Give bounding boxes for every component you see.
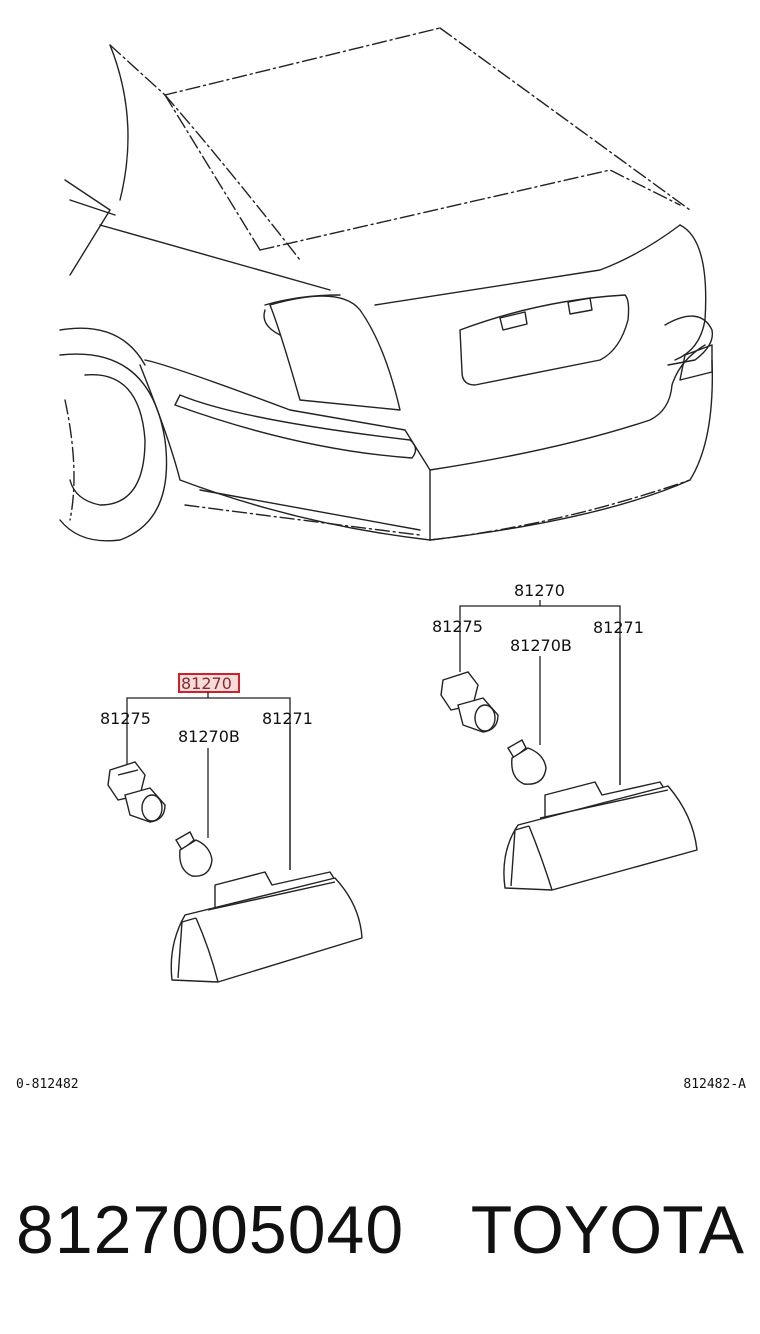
- left-socket-icon: [107, 761, 166, 823]
- right-socket-icon: [440, 671, 499, 733]
- right-lamp-housing-icon: [503, 781, 698, 891]
- left-lamp-housing-icon: [170, 871, 363, 983]
- diagram-ref-right: 812482-A: [683, 1077, 746, 1092]
- brand-name: TOYOTA: [470, 1192, 744, 1268]
- footer: 8127005040 TOYOTA: [0, 1180, 760, 1300]
- right-bulb-icon: [507, 739, 547, 785]
- right-socket-label: 81275: [432, 617, 483, 636]
- car-rear-illustration: [59, 27, 714, 542]
- left-assembly-label[interactable]: 81270: [181, 674, 232, 693]
- left-bulb-icon: [175, 831, 213, 877]
- left-lens-label: 81271: [262, 709, 313, 728]
- right-callout-group: 81270 81275 81270B 81271: [432, 581, 698, 891]
- left-callout-group: 81270 81275 81270B 81271: [100, 673, 363, 983]
- right-leader-lines: [459, 600, 621, 785]
- right-assembly-label: 81270: [514, 581, 565, 600]
- right-bulb-label: 81270B: [510, 636, 572, 655]
- part-number: 8127005040: [16, 1192, 405, 1268]
- right-lens-label: 81271: [593, 618, 644, 637]
- left-bulb-label: 81270B: [178, 727, 240, 746]
- left-leader-lines: [126, 692, 291, 870]
- highlight-box[interactable]: [178, 673, 240, 693]
- left-socket-label: 81275: [100, 709, 151, 728]
- diagram-ref-left: 0-812482: [16, 1077, 79, 1092]
